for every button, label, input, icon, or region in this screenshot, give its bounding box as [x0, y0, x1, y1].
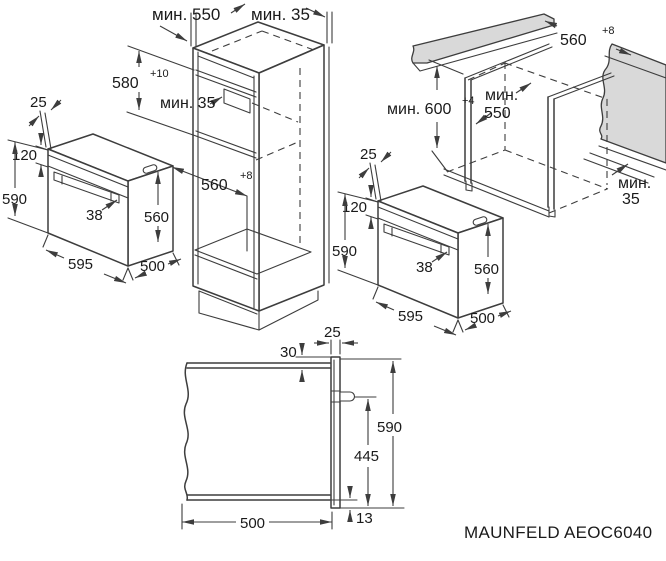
wall-gap-leader-arrow: [305, 7, 326, 18]
niche-height-extensions: [428, 59, 464, 172]
depth-leader-arrow-down: [475, 112, 492, 125]
base-unit-niche-height-tolerance: +4: [462, 95, 475, 107]
door-height-extensions: [7, 139, 49, 234]
left-side-panel-top: [464, 43, 553, 81]
depth-arrow-right: [167, 258, 182, 266]
depth-extension-lines: [190, 11, 333, 47]
base-unit-niche-width-label: 560: [560, 32, 587, 49]
handle-depth-leader-arrow: [101, 199, 118, 211]
right-panel-foot: [548, 206, 556, 218]
oven-door-handle: [53, 171, 120, 204]
overhang-arrow-right: [50, 99, 62, 111]
niche-width-arrow-left: [544, 20, 558, 29]
top-overhang-label: 30: [280, 344, 297, 361]
left-panel-foot: [465, 180, 473, 192]
niche-hidden-edges-dashed: [446, 62, 609, 214]
wall-panel-bottom-edge: [598, 145, 666, 171]
base-cabinet-unit: мин. 600 +4 мин. 550 560 +8 мин. 35: [387, 13, 666, 218]
oven-depth-label: 500: [140, 258, 165, 275]
handle-to-base-label: 445: [354, 448, 379, 465]
tall-unit-shelf-gap-label: мин. 35: [160, 95, 216, 112]
cabinet-right-face: [258, 44, 325, 312]
depth-extension-lines: [181, 503, 333, 530]
section-depth-label: 500: [240, 515, 265, 532]
cabinet-shelf-middle: [195, 130, 257, 159]
niche-width-arrow-right: [615, 47, 632, 56]
tall-unit-niche-height-tolerance: +10: [150, 68, 169, 80]
niche-width-dimension: [171, 166, 248, 197]
cabinet-vent-gap: [223, 88, 251, 114]
door-thickness-extensions: [330, 339, 341, 355]
door-handle-section: [339, 391, 356, 402]
width-arrow-right: [103, 273, 127, 284]
left-side-panel: [464, 77, 472, 184]
oven-door-overhang-label: 25: [30, 94, 47, 111]
tall-unit-wall-gap-label: мин. 35: [251, 5, 310, 24]
base-unit-wall-gap-value: 35: [622, 191, 640, 208]
built-in-oven-left: 560 25 120 590 38 595 500: [2, 94, 182, 284]
body-bottom-edge: [186, 494, 331, 501]
tall-unit-niche-width-tolerance: +8: [240, 170, 253, 182]
depth-leader-arrow-left: [159, 25, 188, 42]
overhang-arrow-left: [28, 115, 40, 127]
niche-floor-front-edge: [443, 168, 550, 218]
cabinet-niche-floor: [194, 228, 312, 280]
shelf-gap-leader-arrow: [209, 96, 223, 106]
base-unit-wall-gap-label: мин.: [618, 175, 651, 192]
cabinet-shelf-top: [195, 69, 257, 98]
right-side-panel-top: [547, 72, 615, 100]
tall-unit-niche-height-label: 580: [112, 75, 139, 92]
worktop-right-edge: [604, 55, 666, 79]
niche-height-extensions: [126, 45, 197, 137]
cabinet-hidden-edges-dashed: [211, 30, 315, 248]
built-in-oven-right: [332, 146, 511, 335]
depth-leader-arrow-up: [230, 3, 246, 14]
base-unit-depth-label: мин.: [485, 87, 518, 104]
oven-width-label: 595: [68, 256, 93, 273]
base-unit-depth-value: 550: [484, 105, 511, 122]
door-thickness-label: 25: [324, 324, 341, 341]
oven-body-height-label: 560: [144, 209, 169, 226]
base-unit-niche-height-label: мин. 600: [387, 101, 451, 118]
oven-handle-depth-label: 38: [86, 207, 103, 224]
depth-arrow-left: [134, 270, 148, 279]
worktop-left-underside: [412, 32, 558, 72]
right-side-panel: [547, 96, 555, 210]
model-name: MAUNFELD AEOC6040: [464, 523, 652, 542]
tall-unit-niche-width-label: 560: [201, 177, 228, 194]
door-front-panel: [330, 356, 341, 509]
body-top-edge: [186, 362, 331, 369]
oven-side-section-view: 25 30 590 445 13 500: [181, 324, 405, 532]
oven-control-panel-lines: [47, 154, 129, 199]
height-extension-lines: [339, 358, 405, 509]
depth-leader-arrow-up: [515, 82, 532, 94]
worktop-left: [411, 13, 555, 64]
base-unit-niche-width-tolerance: +8: [602, 25, 615, 37]
oven-control-panel-height-label: 120: [12, 147, 37, 164]
front-height-label: 590: [377, 419, 402, 436]
cabinet-plinth: [198, 290, 319, 331]
oven-handle-end-ticks: [61, 175, 112, 202]
overhang-extension-lines: [39, 110, 52, 150]
wall-gap-leader-arrow: [611, 163, 629, 176]
body-back-wavy-edge: [183, 362, 190, 501]
width-arrow-left: [45, 249, 65, 259]
tall-unit-depth-label: мин. 550: [152, 5, 220, 24]
tall-cabinet-unit: мин. 550 мин. 35 580 +10 мин. 35 560 +8: [112, 3, 333, 331]
oven-side-grip-slot: [142, 164, 158, 174]
rear-wall-panel: [599, 43, 666, 164]
oven-door-height-label: 590: [2, 191, 27, 208]
bottom-gap-label: 13: [356, 510, 373, 527]
handle-mount-lines: [330, 390, 341, 403]
